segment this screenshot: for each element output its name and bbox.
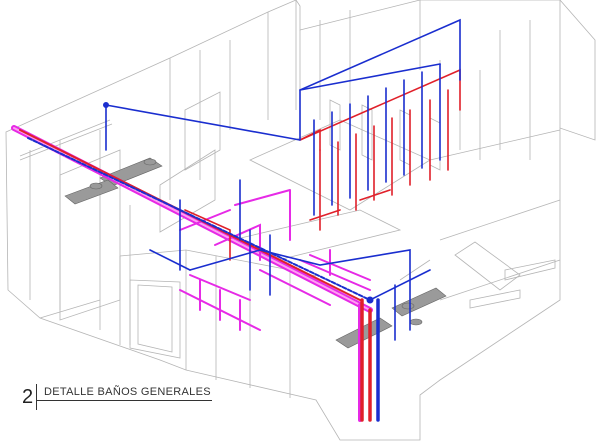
title-underline: [36, 400, 212, 401]
drainage-pipes: [11, 125, 373, 422]
cold-water-pipes: [27, 18, 461, 422]
view-title: DETALLE BAÑOS GENERALES: [44, 386, 211, 398]
view-title-block: 2 DETALLE BAÑOS GENERALES: [22, 384, 222, 424]
view-number: 2: [22, 386, 34, 408]
building-walls: [5, 0, 596, 441]
title-divider-tick: [36, 384, 37, 410]
